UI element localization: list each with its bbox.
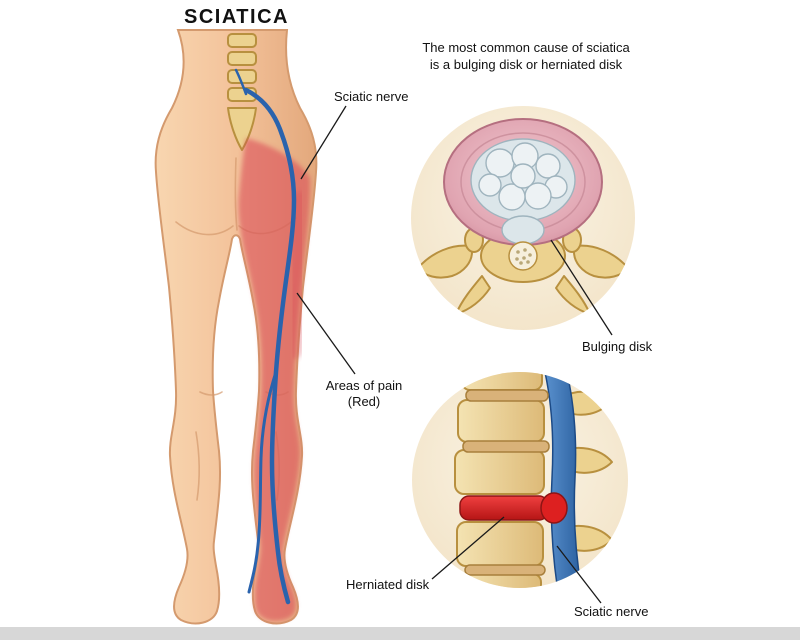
areas-of-pain-pointer [296, 292, 356, 375]
bulging-disk-circle [411, 106, 635, 330]
vertebral-bodies [454, 372, 545, 588]
cause-caption-line2: is a bulging disk or herniated disk [429, 56, 623, 72]
disk-bulge [501, 215, 545, 245]
disk-nucleus [470, 138, 576, 222]
herniated-disk-graphic [459, 492, 568, 524]
sciatic-nerve-bottom-label: Sciatic nerve [574, 604, 649, 619]
spinal-canal [508, 241, 538, 271]
sciatic-nerve-illustration [234, 68, 297, 605]
page-title: SCIATICA [184, 6, 289, 28]
intervertebral-disks [462, 389, 550, 576]
areas-of-pain-label: Areas of pain (Red) [318, 378, 410, 409]
bulging-disk-pointer [550, 239, 613, 336]
cause-caption-line1: The most common cause of sciatica [422, 40, 630, 55]
pain-shade [285, 191, 310, 359]
spinal-nerve-band [543, 372, 583, 588]
spine-graphic [227, 33, 257, 151]
pointer-lines [296, 105, 613, 604]
sciatic-nerve-top-pointer [300, 105, 347, 180]
cause-caption: The most common cause of sciatica is a b… [402, 40, 650, 74]
herniated-disk-circle [412, 372, 628, 588]
areas-of-pain-label-line2: (Red) [347, 393, 381, 409]
areas-of-pain-label-line1: Areas of pain [325, 378, 403, 393]
bottom-gray-strip [0, 627, 800, 640]
herniated-disk-label: Herniated disk [346, 577, 430, 592]
herniated-disk-pointer [431, 516, 505, 580]
sciatic-nerve-top-label: Sciatic nerve [334, 89, 409, 104]
sciatic-nerve-bottom-pointer [556, 545, 602, 604]
bulging-disk-label: Bulging disk [582, 339, 653, 354]
